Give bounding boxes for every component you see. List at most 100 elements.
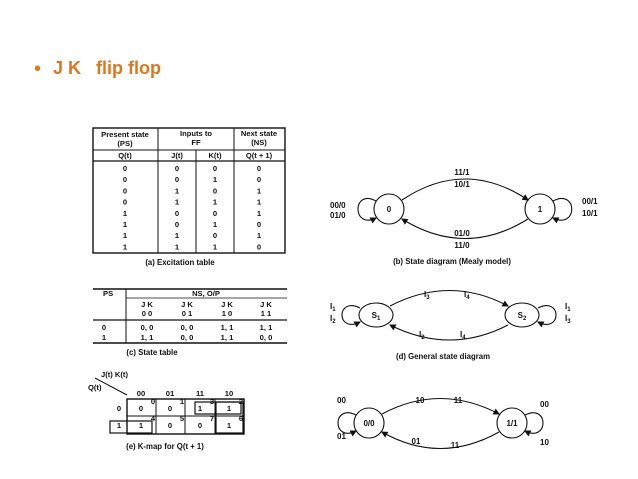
excitation-cell: 0 bbox=[175, 164, 179, 173]
general-left-loop-label: I2 bbox=[330, 314, 336, 325]
kmap-caption: (e) K-map for Q(t + 1) bbox=[126, 442, 204, 451]
general-loop-right bbox=[537, 305, 557, 328]
state-table-cell: 0, 0 bbox=[141, 323, 154, 332]
kmap-col-header: 01 bbox=[166, 389, 175, 398]
moore-arc-bottom bbox=[381, 431, 500, 450]
excitation-table-caption: (a) Excitation table bbox=[145, 258, 215, 267]
mealy-diagram bbox=[357, 178, 573, 240]
kmap-cell-index: 1 bbox=[180, 397, 185, 406]
general-state-s1-label: S1 bbox=[372, 311, 381, 322]
moore-left-loop-1: 00 bbox=[337, 396, 346, 405]
moore-right-loop-2: 10 bbox=[540, 438, 549, 447]
excitation-cell: 0 bbox=[123, 164, 127, 173]
kmap-cell-index: 3 bbox=[210, 397, 214, 406]
kmap-col-header: 10 bbox=[225, 389, 233, 398]
state-table-cell: 0, 0 bbox=[260, 333, 273, 342]
mealy-top-label-2: 10/1 bbox=[454, 180, 470, 189]
state-table-col-jk: J K bbox=[221, 300, 233, 309]
general-diagram bbox=[341, 289, 557, 341]
general-state-s2 bbox=[504, 302, 540, 328]
excitation-table bbox=[92, 127, 286, 254]
state-table-col-val: 1 0 bbox=[222, 309, 233, 318]
mealy-caption: (b) State diagram (Mealy model) bbox=[393, 257, 511, 266]
ns-header-line1: Next state bbox=[241, 129, 277, 138]
excitation-table-headers: Present state (PS) Q(t) Inputs to FF J(t… bbox=[101, 129, 277, 160]
state-table bbox=[93, 288, 287, 344]
state-table-cell: 0, 0 bbox=[181, 323, 194, 332]
state-table-ps-cell: 0 bbox=[102, 323, 106, 332]
slide-title: J K flip flop bbox=[53, 58, 162, 78]
excitation-cell: 1 bbox=[175, 198, 180, 207]
excitation-cell: 0 bbox=[123, 175, 127, 184]
moore-loop-left bbox=[337, 412, 357, 437]
inputs-header-line2: FF bbox=[191, 138, 201, 147]
excitation-cell: 0 bbox=[175, 209, 179, 218]
kmap-cell-index: 2 bbox=[239, 397, 243, 406]
state-table-col-jk: J K bbox=[260, 300, 272, 309]
moore-bottom-label-1: 01 bbox=[412, 437, 421, 446]
excitation-cell: 0 bbox=[123, 198, 127, 207]
ps-header-line1: Present state bbox=[101, 130, 149, 139]
kmap-cell-index: 6 bbox=[239, 414, 243, 423]
moore-state-11 bbox=[496, 407, 528, 439]
excitation-cell: 1 bbox=[213, 198, 218, 207]
state-table-cell: 1, 1 bbox=[260, 323, 273, 332]
state-table-cell: 0, 0 bbox=[181, 333, 194, 342]
state-table-ps-header: PS bbox=[103, 289, 113, 298]
mealy-state-0 bbox=[373, 193, 405, 225]
general-state-s1 bbox=[358, 302, 394, 328]
general-right-loop-label: I1 bbox=[565, 302, 571, 313]
excitation-cell: 0 bbox=[257, 220, 261, 229]
moore-arc-top bbox=[381, 397, 500, 415]
excitation-cell: 1 bbox=[257, 209, 262, 218]
excitation-cell: 1 bbox=[123, 231, 128, 240]
ns-header-line3: Q(t + 1) bbox=[246, 151, 273, 160]
state-table-ns-header: NS, O/P bbox=[192, 289, 220, 298]
general-loop-left bbox=[341, 305, 361, 328]
kmap-cell: 1 bbox=[227, 421, 232, 430]
mealy-state-1 bbox=[524, 193, 556, 225]
excitation-cell: 1 bbox=[123, 220, 128, 229]
mealy-left-loop-1: 00/0 bbox=[330, 201, 346, 210]
kmap-cell: 0 bbox=[139, 404, 143, 413]
excitation-cell: 1 bbox=[123, 242, 128, 251]
state-table-col-jk: J K bbox=[181, 300, 193, 309]
moore-state-left-label: 0/0 bbox=[363, 419, 375, 428]
excitation-cell: 0 bbox=[175, 220, 179, 229]
excitation-cell: 0 bbox=[213, 209, 217, 218]
general-state-s2-label: S2 bbox=[518, 311, 527, 322]
kmap-cell: 0 bbox=[168, 421, 172, 430]
excitation-cell: 1 bbox=[213, 175, 218, 184]
general-arc-top bbox=[389, 289, 509, 307]
excitation-cell: 1 bbox=[175, 231, 180, 240]
general-bottom-label: I4 bbox=[460, 330, 466, 341]
excitation-cell: 1 bbox=[123, 209, 128, 218]
general-top-label: I3 bbox=[424, 290, 430, 301]
mealy-loop-left bbox=[357, 198, 377, 224]
bullet-icon: • bbox=[34, 57, 42, 80]
kmap-cell-index: 0 bbox=[151, 397, 155, 406]
general-right-loop-label: I3 bbox=[565, 314, 571, 325]
mealy-state-0-label: 0 bbox=[387, 205, 392, 214]
excitation-cell: 0 bbox=[257, 175, 261, 184]
ps-header-line2: (PS) bbox=[117, 139, 133, 148]
excitation-cell: 1 bbox=[175, 242, 180, 251]
kmap-col-header: 11 bbox=[196, 389, 205, 398]
state-table-col-jk: J K bbox=[141, 300, 153, 309]
excitation-cell: 0 bbox=[257, 242, 261, 251]
kmap-col-header: 00 bbox=[137, 389, 145, 398]
excitation-cell: 1 bbox=[257, 186, 262, 195]
general-arc-bottom bbox=[389, 324, 509, 341]
kmap-row-header: 0 bbox=[117, 404, 121, 413]
moore-right-loop-1: 00 bbox=[540, 400, 549, 409]
mealy-bottom-label-2: 11/0 bbox=[454, 241, 470, 250]
kmap-cell-index: 5 bbox=[180, 414, 185, 423]
ns-header-line2: (NS) bbox=[251, 138, 267, 147]
moore-top-label-1: 10 bbox=[416, 396, 425, 405]
kmap-cell: 1 bbox=[139, 421, 144, 430]
inputs-header-line1: Inputs to bbox=[180, 129, 212, 138]
mealy-right-loop-2: 10/1 bbox=[582, 209, 598, 218]
